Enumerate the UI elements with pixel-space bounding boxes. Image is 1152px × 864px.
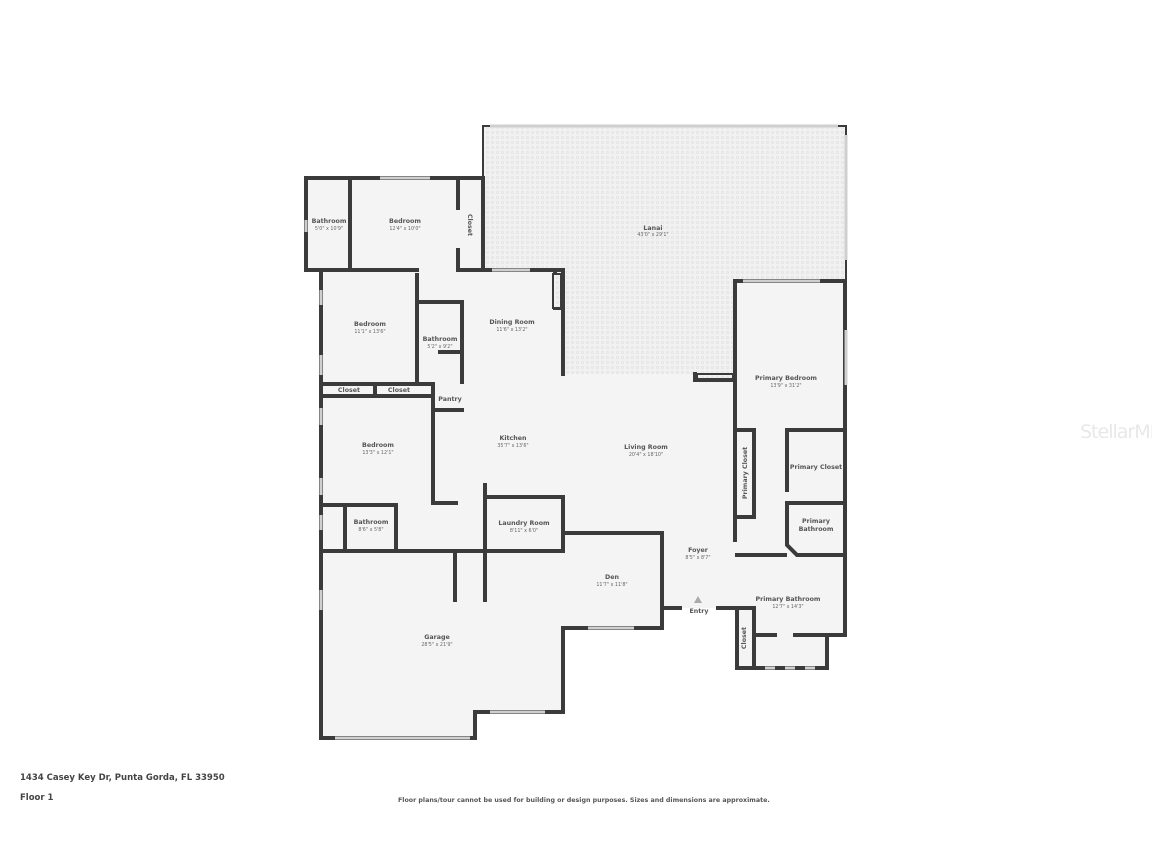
svg-text:Bedroom: Bedroom <box>354 321 386 328</box>
windows <box>304 176 848 740</box>
svg-text:Laundry Room: Laundry Room <box>498 520 550 527</box>
svg-text:Den: Den <box>605 574 619 581</box>
svg-text:13'9" x 31'2": 13'9" x 31'2" <box>770 383 801 389</box>
watermark-logo: StellarMLS <box>1080 421 1152 443</box>
svg-text:5'2" x 9'2": 5'2" x 9'2" <box>427 344 452 350</box>
svg-text:8'11" x 6'0": 8'11" x 6'0" <box>510 528 538 534</box>
svg-text:Closet: Closet <box>741 627 748 649</box>
lanai-screen <box>490 124 848 260</box>
room-primary-closet-1: Primary Closet <box>742 447 749 499</box>
lanai-area <box>483 126 846 374</box>
house-floor <box>306 178 845 738</box>
svg-text:Living Room: Living Room <box>624 444 668 451</box>
entry-label: Entry <box>689 608 708 615</box>
fireplace <box>552 273 562 309</box>
svg-text:Primary Bedroom: Primary Bedroom <box>755 375 817 382</box>
svg-text:35'7" x 13'6": 35'7" x 13'6" <box>497 443 528 449</box>
svg-text:11'1" x 13'6": 11'1" x 13'6" <box>354 329 385 335</box>
svg-text:11'7" x 11'8": 11'7" x 11'8" <box>596 582 627 588</box>
room-closet-4: Closet <box>741 627 748 649</box>
svg-text:12'7" x 14'3": 12'7" x 14'3" <box>772 604 803 610</box>
svg-text:Lanai: Lanai <box>643 225 662 232</box>
svg-text:Primary Bathroom: Primary Bathroom <box>756 596 821 603</box>
svg-text:Primary Closet: Primary Closet <box>790 464 842 471</box>
svg-text:Closet: Closet <box>338 387 360 394</box>
room-pantry: Pantry <box>438 396 461 403</box>
svg-text:Bathroom: Bathroom <box>799 526 834 533</box>
svg-text:Foyer: Foyer <box>688 547 709 554</box>
room-closet-3: Closet <box>388 387 410 394</box>
svg-text:Garage: Garage <box>424 634 450 641</box>
svg-text:Primary: Primary <box>802 518 830 525</box>
svg-text:5'0" x 10'9": 5'0" x 10'9" <box>315 226 343 232</box>
svg-text:28'5" x 21'9": 28'5" x 21'9" <box>421 642 452 648</box>
svg-text:20'4" x 18'10": 20'4" x 18'10" <box>629 452 663 458</box>
svg-text:8'5" x 8'7": 8'5" x 8'7" <box>685 555 710 561</box>
svg-text:Kitchen: Kitchen <box>499 435 526 442</box>
room-primary-closet-2: Primary Closet <box>790 464 842 471</box>
svg-text:Pantry: Pantry <box>438 396 461 403</box>
svg-text:11'6" x 13'2": 11'6" x 13'2" <box>496 327 527 333</box>
room-closet-1: Closet <box>466 214 473 236</box>
svg-text:13'3" x 12'1": 13'3" x 12'1" <box>362 450 393 456</box>
svg-text:Primary Closet: Primary Closet <box>742 447 749 499</box>
svg-text:8'6" x 5'8": 8'6" x 5'8" <box>358 527 383 533</box>
room-closet-2: Closet <box>338 387 360 394</box>
svg-text:Bedroom: Bedroom <box>389 218 421 225</box>
walls <box>304 176 847 740</box>
entry-arrow-icon <box>694 596 702 603</box>
svg-text:Bedroom: Bedroom <box>362 442 394 449</box>
svg-text:Closet: Closet <box>388 387 410 394</box>
svg-text:Closet: Closet <box>466 214 473 236</box>
address: 1434 Casey Key Dr, Punta Gorda, FL 33950 <box>20 773 225 783</box>
svg-text:Dining Room: Dining Room <box>489 319 535 326</box>
svg-text:Bathroom: Bathroom <box>354 519 389 526</box>
svg-text:43'0" x 29'1": 43'0" x 29'1" <box>637 232 668 238</box>
disclaimer: Floor plans/tour cannot be used for buil… <box>398 797 770 804</box>
svg-text:12'4" x 10'0": 12'4" x 10'0" <box>389 226 420 232</box>
planter <box>696 373 734 380</box>
svg-text:Bathroom: Bathroom <box>312 218 347 225</box>
floor-label: Floor 1 <box>20 793 54 803</box>
svg-text:Bathroom: Bathroom <box>423 336 458 343</box>
